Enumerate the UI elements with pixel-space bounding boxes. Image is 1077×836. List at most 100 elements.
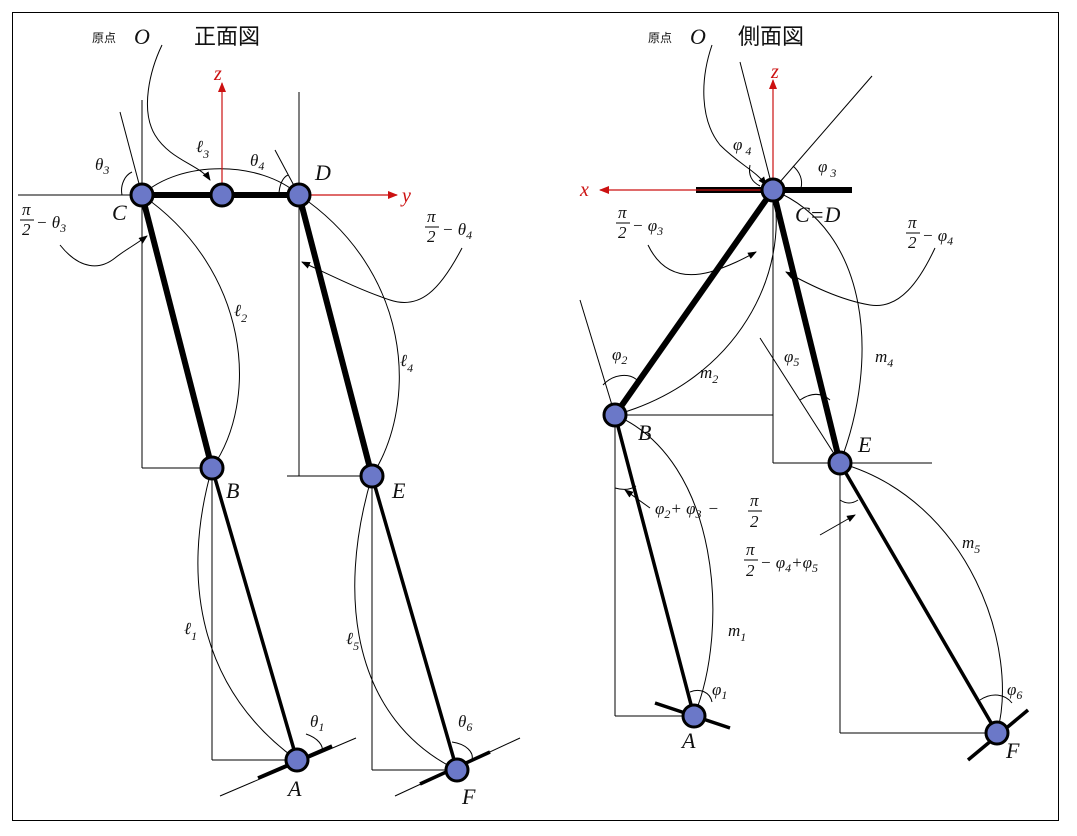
side-phi3-ref <box>772 75 873 191</box>
side-m2: m2 <box>700 363 718 386</box>
svg-text:− θ4: − θ4 <box>442 220 472 242</box>
side-arc-phi4phi5 <box>839 499 859 504</box>
side-arc-m2 <box>614 189 777 416</box>
side-m5: m5 <box>962 533 980 556</box>
front-view: 原点 O 正面図 z y C D B E A F ℓ3 ℓ2 ℓ4 ℓ1 ℓ5 … <box>18 24 521 809</box>
front-z-label: z <box>213 63 222 85</box>
front-point-c: C <box>112 200 127 225</box>
svg-text:2: 2 <box>908 233 917 252</box>
side-point-e: E <box>857 432 872 457</box>
front-pi2-minus-theta4: π 2 − θ4 <box>425 207 472 246</box>
svg-text:π: π <box>908 213 917 232</box>
svg-text:2: 2 <box>22 220 31 239</box>
front-pointer-theta4 <box>301 247 463 304</box>
side-point-f: F <box>1005 738 1020 763</box>
front-arc-l5 <box>354 475 458 771</box>
front-theta4: θ4 <box>250 151 264 173</box>
front-l5: ℓ5 <box>346 629 359 653</box>
front-joint-f <box>444 757 470 783</box>
front-theta1: θ1 <box>310 712 324 734</box>
front-joint-a <box>284 747 310 773</box>
side-arc-phi2 <box>602 374 638 386</box>
side-phi2-plus-phi3-minus-pi2: φ2+ φ3− π 2 <box>655 491 762 531</box>
side-arc-phi3 <box>792 165 803 189</box>
svg-text:π: π <box>22 200 31 219</box>
svg-text:φ2+ φ3−: φ2+ φ3− <box>655 499 719 521</box>
side-phi5: φ5 <box>784 347 799 369</box>
side-z-label: z <box>770 61 779 83</box>
front-joint-mid <box>209 182 235 208</box>
front-origin-pointer <box>147 44 211 181</box>
side-arc-phi4 <box>749 164 761 187</box>
side-origin-symbol: O <box>690 24 706 49</box>
front-origin-symbol: O <box>134 24 150 49</box>
front-joint-d <box>286 182 312 208</box>
side-pointer-phi3 <box>647 244 757 276</box>
front-joint-e <box>359 463 385 489</box>
side-arc-m1 <box>614 414 714 717</box>
front-point-b: B <box>226 478 239 503</box>
svg-text:π: π <box>618 203 627 222</box>
side-phi2-ref <box>579 299 616 416</box>
svg-text:− φ4: − φ4 <box>922 226 953 248</box>
front-arc-theta3 <box>121 171 133 196</box>
front-arc-l2 <box>141 194 240 469</box>
front-theta3: θ3 <box>95 155 109 177</box>
svg-text:2: 2 <box>618 223 627 242</box>
side-pointer-phi4 <box>785 247 936 307</box>
side-origin-label: 原点 <box>648 31 672 45</box>
svg-text:π: π <box>427 207 436 226</box>
front-point-f: F <box>461 784 476 809</box>
side-pointer-phi4phi5 <box>819 514 856 536</box>
svg-text:π: π <box>750 491 759 510</box>
side-joint-b <box>602 402 628 428</box>
side-phi2: φ2 <box>612 345 627 367</box>
front-joint-b <box>199 455 225 481</box>
side-pi2-minus-phi4-plus-phi5: π 2 − φ4+φ5 <box>744 540 818 580</box>
side-joint-f <box>984 720 1010 746</box>
side-m1: m1 <box>728 621 746 644</box>
svg-text:− φ4+φ5: − φ4+φ5 <box>760 553 818 575</box>
front-link-ef <box>370 475 459 771</box>
side-joint-cd <box>760 177 786 203</box>
side-pi2-minus-phi3: π 2 − φ3 <box>616 203 663 242</box>
front-link-ba <box>210 467 299 761</box>
front-joint-c <box>129 182 155 208</box>
side-joint-e <box>827 450 853 476</box>
front-point-a: A <box>286 776 302 801</box>
front-arc-l1 <box>197 467 298 761</box>
front-arc-l3 <box>141 168 300 196</box>
svg-text:2: 2 <box>746 561 755 580</box>
front-y-label: y <box>400 185 411 207</box>
front-link-cb <box>139 194 215 469</box>
front-pi2-minus-theta3: π 2 − θ3 <box>20 200 66 239</box>
front-l3: ℓ3 <box>196 137 209 161</box>
front-origin-label: 原点 <box>92 31 116 45</box>
side-arc-m5 <box>839 462 1003 734</box>
side-pi2-minus-phi4: π 2 − φ4 <box>906 213 953 252</box>
side-joint-a <box>681 703 707 729</box>
side-arc-phi1 <box>689 689 713 703</box>
diagram-frame <box>12 12 1059 821</box>
svg-text:2: 2 <box>427 227 436 246</box>
side-point-b: B <box>638 420 651 445</box>
side-arc-m4 <box>772 189 863 464</box>
front-theta6: θ6 <box>458 712 472 734</box>
front-pointer-theta3 <box>59 235 148 267</box>
front-arc-theta1 <box>305 733 323 753</box>
svg-text:− φ3: − φ3 <box>632 216 663 238</box>
front-point-e: E <box>391 478 406 503</box>
side-phi5-ref <box>759 337 841 464</box>
side-title: 側面図 <box>738 25 804 50</box>
front-link-de <box>296 194 375 477</box>
side-arc-phi6 <box>979 694 1013 704</box>
side-origin-pointer <box>703 44 767 186</box>
front-point-d: D <box>314 160 331 185</box>
side-phi4-ref <box>739 61 774 191</box>
side-m4: m4 <box>875 347 893 370</box>
svg-text:2: 2 <box>750 512 759 531</box>
